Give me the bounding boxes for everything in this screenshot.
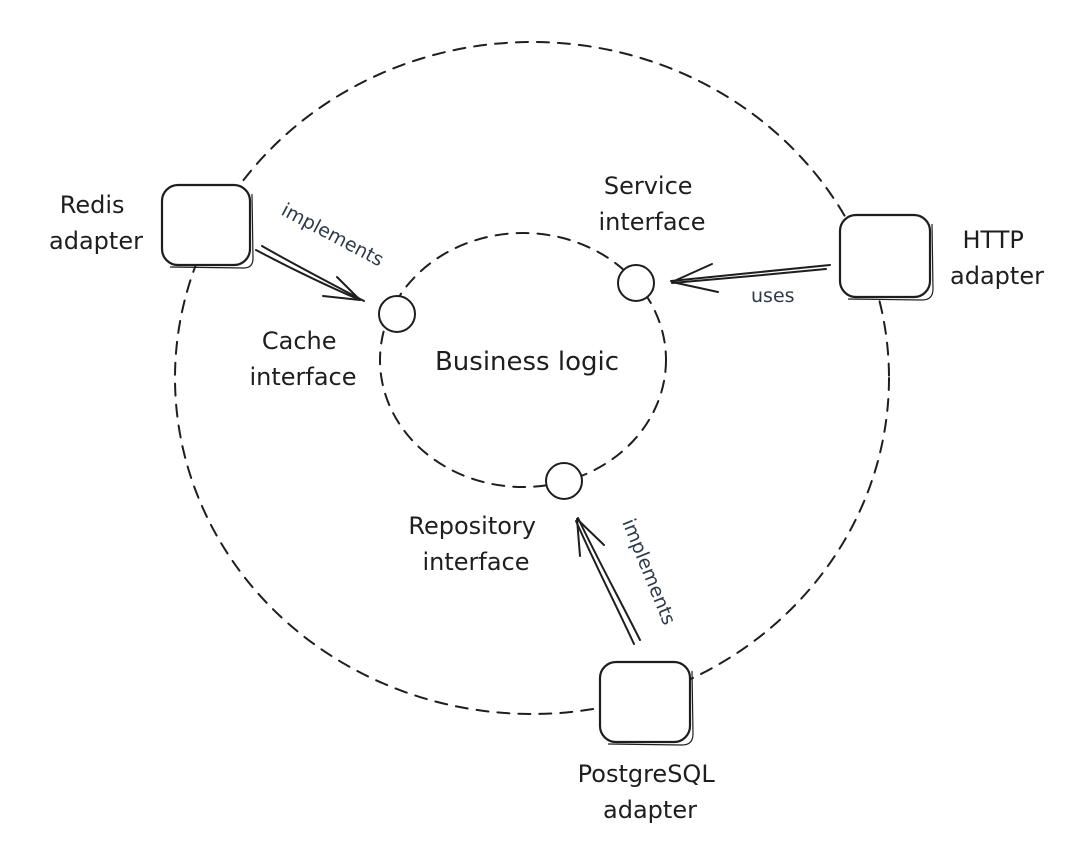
repository-interface-label: Repository interface <box>408 512 543 576</box>
service-interface-port[interactable] <box>617 264 655 302</box>
http-uses-arrow <box>670 263 831 293</box>
redis-adapter-label: Redis adapter <box>49 191 143 255</box>
http-adapter-label: HTTP adapter <box>950 226 1044 290</box>
inner-ring <box>379 232 667 488</box>
http-adapter-box[interactable] <box>838 213 934 301</box>
redis-adapter-box[interactable] <box>160 183 254 269</box>
business-logic-label: Business logic <box>435 347 619 377</box>
repository-interface-port[interactable] <box>545 462 583 500</box>
service-interface-label: Service interface <box>598 172 705 236</box>
postgres-adapter-label: PostgreSQL adapter <box>578 760 723 824</box>
redis-implements-label: implements <box>278 199 388 271</box>
http-uses-label: uses <box>751 285 795 307</box>
postgres-implements-label: implements <box>617 516 680 628</box>
postgres-implements-arrow <box>575 517 641 645</box>
postgres-adapter-box[interactable] <box>598 660 694 746</box>
outer-ring <box>174 41 890 715</box>
cache-interface-port[interactable] <box>378 295 416 333</box>
cache-interface-label: Cache interface <box>249 327 356 391</box>
redis-implements-arrow <box>255 245 365 302</box>
